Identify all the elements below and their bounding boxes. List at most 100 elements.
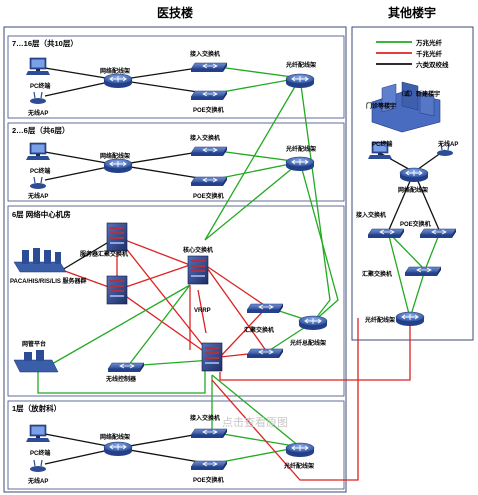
core-switch-icon xyxy=(187,255,209,285)
switch-icon xyxy=(367,228,405,239)
patch-panel-icon xyxy=(399,167,429,183)
links-floor-2-6 xyxy=(44,149,301,181)
node-fiber-main xyxy=(298,315,328,331)
node-fiber-patch-1 xyxy=(285,442,315,458)
fiber-patch-icon xyxy=(285,156,315,172)
header-main-building: 医技楼 xyxy=(157,5,193,20)
label-core-switch: 核心交换机 xyxy=(183,246,213,254)
switch-icon xyxy=(190,460,228,471)
node-distribution-1 xyxy=(103,441,133,457)
main-building-frame xyxy=(3,26,347,493)
label-access-switch-1: 接入交换机 xyxy=(189,414,220,422)
label-distribution-7-16: 网络配线架 xyxy=(100,67,130,75)
watermark-text: 点击查看原图 xyxy=(222,415,288,429)
links-floor-7-16 xyxy=(44,65,301,97)
building-icon xyxy=(419,91,435,117)
server-rack-icon xyxy=(44,250,51,264)
label-wlc: 无线控制器 xyxy=(105,375,137,383)
pc-icon xyxy=(25,424,51,443)
legend: 万兆光纤 千兆光纤 六类双绞线 xyxy=(376,38,449,69)
fiber-patch-icon xyxy=(285,73,315,89)
node-access-switch-1 xyxy=(190,428,228,439)
node-access-switch-2-6 xyxy=(190,146,228,157)
switch-icon xyxy=(190,146,228,157)
switch-icon xyxy=(190,428,228,439)
patch-panel-icon xyxy=(103,73,133,89)
label-vrrp: VRRP xyxy=(194,308,211,314)
label-fiber-patch-7-16: 光纤配线架 xyxy=(285,61,316,69)
switch-icon xyxy=(419,228,457,239)
pc-icon xyxy=(25,142,51,161)
label-server-farm: PACA/HIS/RIS/LIS 服务器群 xyxy=(10,277,87,285)
switch-icon xyxy=(246,303,284,314)
label-poe-switch-7-16: POE交换机 xyxy=(193,106,224,114)
server-rack-icon xyxy=(55,252,61,264)
label-fiber-patch-2-6: 光纤配线架 xyxy=(285,145,316,153)
legend-label-1g: 千兆光纤 xyxy=(416,49,443,58)
node-poe-switch-1 xyxy=(190,460,228,471)
pc-icon xyxy=(25,57,51,76)
section-title-7-16: 7…16层（共10层） xyxy=(12,38,78,48)
node-fiber-patch-7-16 xyxy=(285,73,315,89)
node-agg-switch-a xyxy=(246,303,284,314)
fiber-patch-icon xyxy=(298,315,328,331)
node-fiber-patch-other xyxy=(395,311,425,327)
legend-label-cat6: 六类双绞线 xyxy=(416,60,449,69)
node-poe-switch-2-6 xyxy=(190,176,228,187)
node-agg-switch-b xyxy=(246,348,284,359)
fiber-patch-icon xyxy=(395,311,425,327)
node-server-farm xyxy=(13,248,67,273)
node-access-switch-other xyxy=(367,228,405,239)
label-fiber-main: 光纤总配线架 xyxy=(289,339,326,347)
label-poe-switch-2-6: POE交换机 xyxy=(193,192,224,200)
section-title-2-6: 2…6层（共6层） xyxy=(12,125,70,135)
node-server-agg-switch-a xyxy=(106,222,128,252)
chassis-switch-icon xyxy=(106,275,128,305)
node-pc-7-16 xyxy=(25,57,51,76)
building-icon xyxy=(401,81,419,111)
label-poe-switch-other: POE交换机 xyxy=(400,220,431,228)
label-ap-1: 无线AP xyxy=(27,477,48,485)
node-ap-7-16 xyxy=(29,91,47,105)
switch-icon xyxy=(190,90,228,101)
section-title-6: 6层 网络中心机房 xyxy=(12,209,71,219)
links-datacenter xyxy=(37,77,411,481)
section-frame-2-6 xyxy=(7,122,345,202)
server-rack-icon xyxy=(33,248,40,264)
fiber-patch-icon xyxy=(285,442,315,458)
node-poe-switch-other xyxy=(419,228,457,239)
label-ap-2-6: 无线AP xyxy=(27,192,48,200)
section-frame-6-datacenter xyxy=(7,205,345,397)
label-agg-switch-other: 汇聚交换机 xyxy=(362,270,392,278)
label-pc-7-16: PC终端 xyxy=(30,82,50,90)
building-icon xyxy=(381,83,397,113)
section-title-1: 1层（放射科） xyxy=(12,403,61,413)
legend-label-10g: 万兆光纤 xyxy=(415,38,443,47)
node-pc-2-6 xyxy=(25,142,51,161)
node-campus-buildings xyxy=(371,81,441,133)
node-ap-2-6 xyxy=(29,176,47,190)
node-fiber-patch-2-6 xyxy=(285,156,315,172)
label-access-switch-other: 接入交换机 xyxy=(355,211,386,219)
node-core-switch-a xyxy=(187,255,209,285)
node-core-switch-b xyxy=(201,342,223,372)
node-pc-1 xyxy=(25,424,51,443)
label-pc-other: PC终端 xyxy=(372,140,392,148)
nms-platform-icon xyxy=(13,359,59,373)
node-distribution-2-6 xyxy=(103,158,133,174)
wireless-controller-icon xyxy=(107,362,145,373)
label-campus: 门诊等楼宇 xyxy=(366,102,396,110)
node-access-switch-7-16 xyxy=(190,62,228,73)
node-wlc xyxy=(107,362,145,373)
node-nms xyxy=(13,350,59,373)
switch-icon xyxy=(190,176,228,187)
node-server-agg-switch-b xyxy=(106,275,128,305)
core-switch-icon xyxy=(201,342,223,372)
label-distribution-other: 网络配线架 xyxy=(398,186,428,194)
section-frame-7-16 xyxy=(7,35,345,119)
label-access-switch-7-16: 接入交换机 xyxy=(189,50,220,58)
label-ap-other: 无线AP xyxy=(437,140,458,148)
node-distribution-other xyxy=(399,167,429,183)
chassis-switch-icon xyxy=(106,222,128,252)
